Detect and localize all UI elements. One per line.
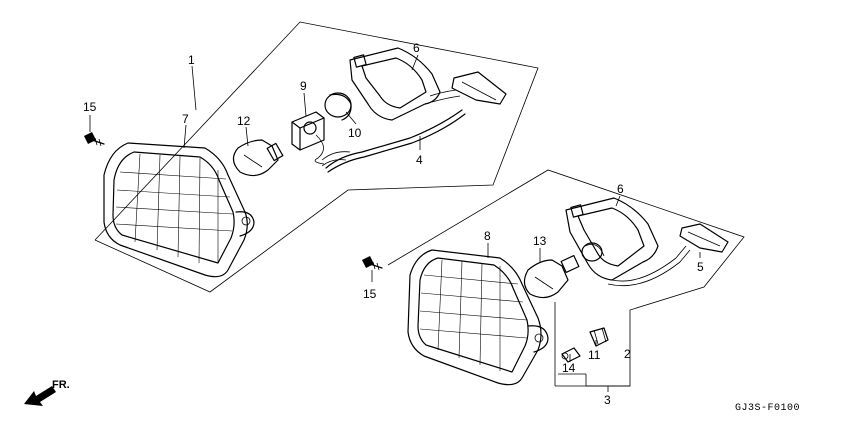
callout-15-lower: 15 — [363, 287, 377, 301]
lower-screw-part-15 — [362, 256, 383, 271]
lower-bulb-part-13 — [523, 255, 580, 299]
front-arrow-label: FR. — [52, 379, 70, 391]
upper-connector — [429, 71, 507, 105]
position-bulb-part-14 — [561, 347, 581, 363]
upper-leader-lines — [89, 54, 421, 150]
upper-assembly-outline — [94, 21, 539, 293]
lower-connector-part-5 — [607, 223, 729, 287]
callout-8: 8 — [484, 229, 491, 243]
callout-1: 1 — [188, 53, 195, 67]
callout-6-upper: 6 — [413, 41, 420, 55]
callout-6-lower: 6 — [617, 182, 624, 196]
upper-screw-part-15 — [84, 132, 105, 147]
callout-10: 10 — [348, 126, 362, 140]
upper-housing-part-6 — [349, 47, 441, 121]
callout-4: 4 — [416, 153, 423, 167]
lower-leader-lines — [371, 195, 701, 392]
callout-12: 12 — [237, 114, 251, 128]
callout-2: 2 — [624, 347, 631, 361]
callout-3: 3 — [604, 393, 611, 407]
upper-lens-part-7 — [103, 142, 255, 278]
upper-dust-cover-part-10 — [324, 92, 352, 121]
lower-housing-part-6 — [565, 197, 659, 281]
front-direction-arrow: FR. — [24, 379, 70, 406]
lower-lens-part-8 — [407, 249, 549, 386]
socket-part-11 — [589, 327, 609, 347]
diagram-code: GJ3S-F0100 — [735, 403, 800, 414]
callout-9: 9 — [300, 79, 307, 93]
upper-wire-harness-part-4 — [321, 109, 466, 173]
callout-7: 7 — [182, 112, 189, 126]
upper-socket-part-9 — [291, 111, 325, 165]
callout-5: 5 — [697, 260, 704, 274]
upper-bulb-part-12 — [232, 139, 284, 177]
callout-14: 14 — [562, 361, 576, 375]
callout-11: 11 — [588, 348, 601, 362]
callout-labels: 1 7 12 9 10 6 4 15 8 13 6 5 15 11 14 2 3 — [83, 41, 704, 407]
callout-13: 13 — [533, 234, 547, 248]
callout-15-upper: 15 — [83, 100, 97, 114]
